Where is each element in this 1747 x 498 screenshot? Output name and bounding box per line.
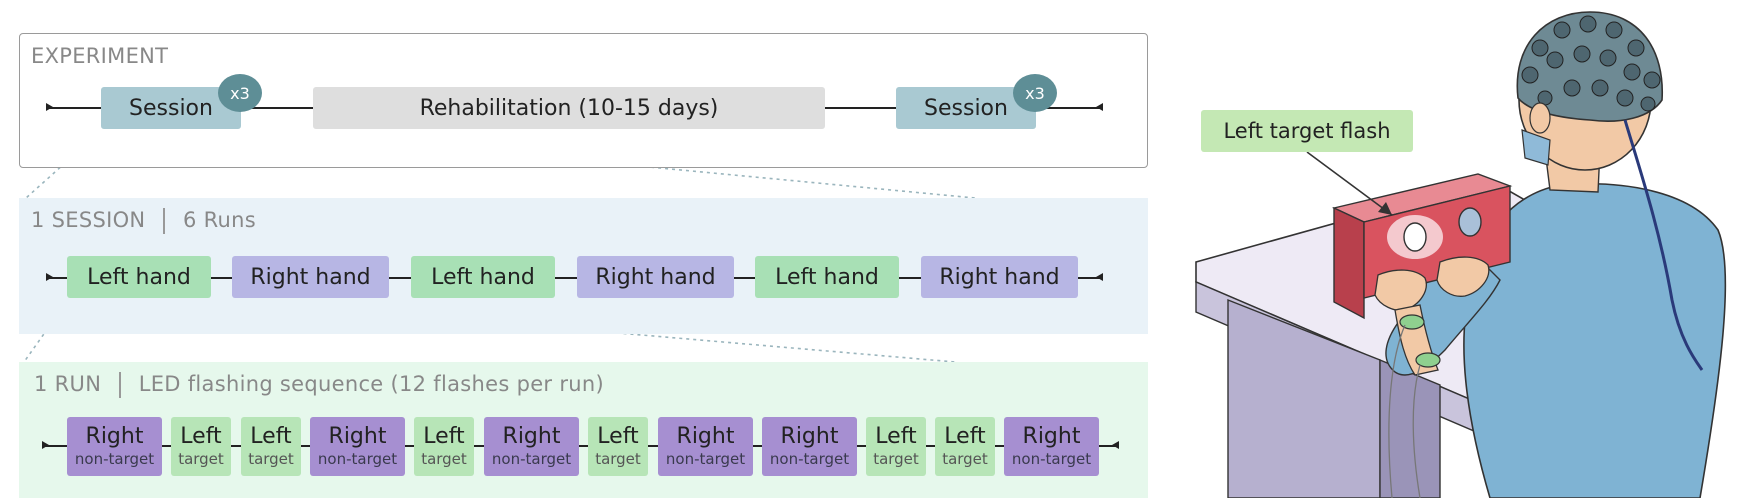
session-block-post: Session [896, 87, 1036, 129]
face-mask [1521, 129, 1551, 166]
run-subtitle: LED flashing sequence (12 flashes per ru… [138, 372, 604, 396]
session-timeline [46, 274, 1103, 280]
led-box-front [1333, 206, 1365, 320]
electrodes [1521, 15, 1661, 112]
fes-wires [1388, 324, 1421, 498]
led-right [1458, 207, 1482, 237]
run-block-left-hand: Left hand [755, 256, 899, 298]
right-hand [1436, 256, 1490, 297]
led-left [1403, 222, 1427, 252]
run-title: 1 RUN [34, 372, 102, 396]
run-block-right-hand: Right hand [232, 256, 389, 298]
repeat-badge-post: x3 [1013, 74, 1057, 112]
repeat-badge-pre: x3 [218, 74, 262, 112]
run-timeline [42, 442, 1119, 448]
run-block-right-hand: Right hand [921, 256, 1078, 298]
table-leg-dark [1379, 358, 1441, 498]
run-block-left-hand: Left hand [67, 256, 211, 298]
person-ear [1529, 102, 1551, 134]
fes-electrode-lower [1415, 352, 1441, 368]
run-block-right-hand: Right hand [577, 256, 734, 298]
session-subtitle: 6 Runs [182, 208, 256, 232]
fes-electrode-upper [1399, 314, 1425, 330]
subject-illustration [1195, 11, 1727, 498]
session-title: 1 SESSION [31, 208, 146, 232]
run-block-left-hand: Left hand [411, 256, 555, 298]
table-leg [1227, 298, 1381, 498]
callout-arrowhead [1378, 202, 1392, 215]
session-block-pre: Session [101, 87, 241, 129]
left-target-flash-callout: Left target flash [1201, 110, 1413, 152]
rehabilitation-block: Rehabilitation (10-15 days) [313, 87, 825, 129]
callout-arrow [1306, 151, 1393, 216]
left-hand [1374, 269, 1427, 312]
eeg-cable [1623, 119, 1704, 371]
run-header: 1 RUN LED flashing sequence (12 flashes p… [34, 372, 604, 398]
session-header: 1 SESSION 6 Runs [31, 208, 256, 234]
experiment-title: EXPERIMENT [31, 44, 169, 68]
